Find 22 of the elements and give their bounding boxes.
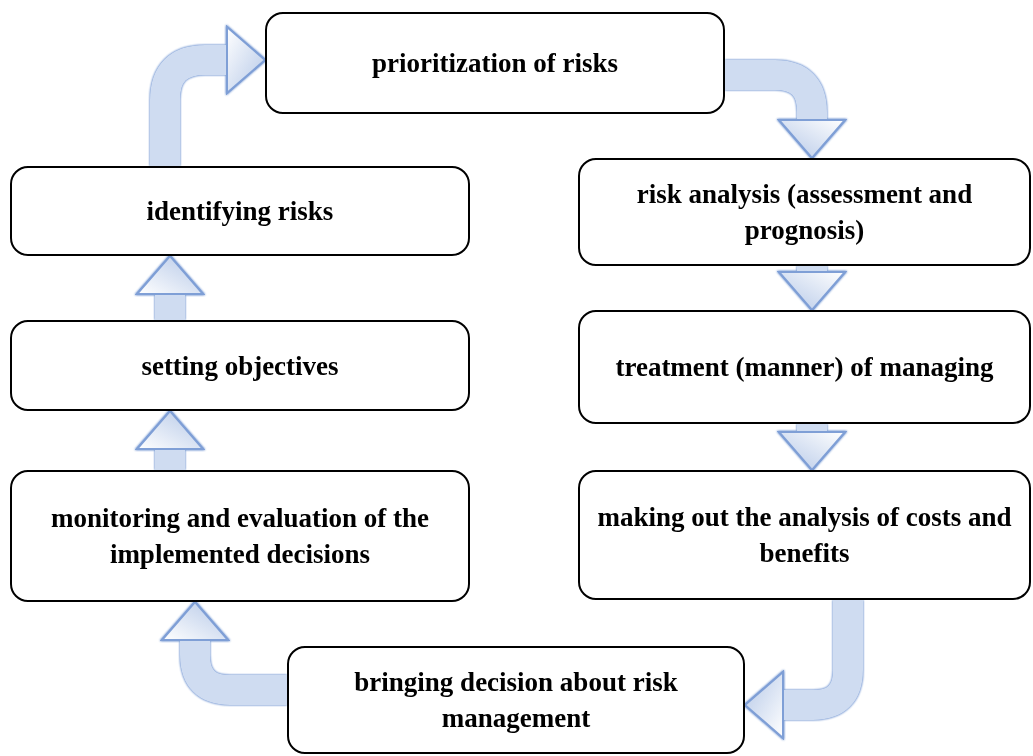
block-arrow xyxy=(778,424,846,471)
process-box xyxy=(578,158,1031,266)
box-label: monitoring and evaluation of the implemented decisions xyxy=(50,502,430,571)
process-box xyxy=(265,12,725,114)
box-label: treatment (manner) of managing xyxy=(615,351,994,384)
box-label: identifying risks xyxy=(146,195,334,228)
process-box xyxy=(287,646,745,754)
process-box xyxy=(578,310,1031,424)
process-box xyxy=(10,320,470,411)
box-label: bringing decision about risk management xyxy=(353,666,679,735)
box-label: making out the analysis of costs and benefits xyxy=(596,501,1013,570)
process-box xyxy=(578,470,1031,600)
block-arrow xyxy=(725,60,846,159)
box-label: risk analysis (assessment and prognosis) xyxy=(635,178,974,247)
block-arrow xyxy=(778,266,846,311)
process-box xyxy=(10,166,470,256)
process-box xyxy=(10,470,470,602)
box-label: prioritization of risks xyxy=(372,47,618,80)
block-arrow xyxy=(136,410,204,470)
block-arrow xyxy=(136,255,204,320)
block-arrow xyxy=(161,601,287,705)
box-label: setting objectives xyxy=(141,349,339,383)
